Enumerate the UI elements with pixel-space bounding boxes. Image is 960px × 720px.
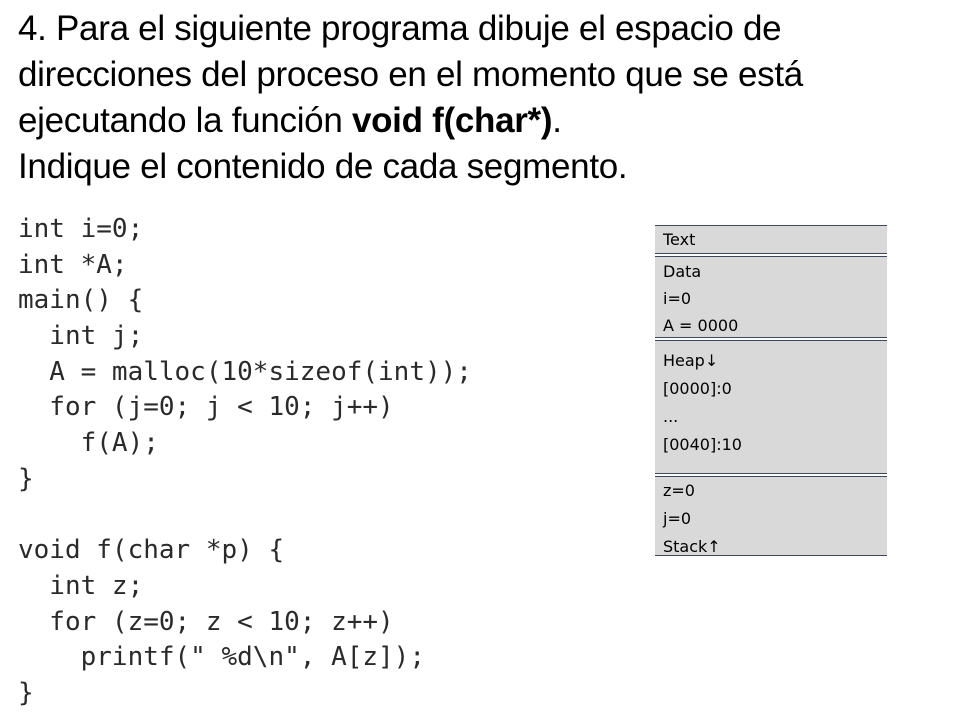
text-segment-label: Text [663, 230, 696, 249]
heading-line-1: 4. Para el siguiente programa dibuje el … [18, 9, 782, 48]
data-segment-entry: A = 0000 [663, 316, 739, 335]
question-heading: 4. Para el siguiente programa dibuje el … [18, 6, 948, 190]
heap-segment-entry: ... [663, 407, 679, 426]
heading-line-3-suffix: . [552, 101, 562, 140]
heap-segment-entry: [0000]:0 [663, 379, 732, 398]
function-signature: void f(char*) [351, 101, 553, 140]
code-line: int j; [18, 321, 144, 352]
heap-segment-label: Heap↓ [663, 351, 719, 370]
data-segment: Data i=0 A = 0000 [655, 256, 887, 338]
data-segment-label: Data [663, 262, 702, 281]
text-segment: Text [655, 225, 887, 254]
code-listing: int i=0; int *A; main() { int j; A = mal… [18, 212, 472, 712]
stack-segment: z=0 j=0 Stack↑ [655, 476, 887, 556]
stack-segment-label: Stack↑ [663, 537, 721, 556]
code-line: int *A; [18, 249, 128, 280]
heading-line-4: Indique el contenido de cada segmento. [18, 147, 628, 186]
data-segment-entry: i=0 [663, 289, 692, 308]
code-line: printf(" %d\n", A[z]); [18, 642, 425, 673]
heading-line-3-prefix: ejecutando la función [18, 101, 352, 140]
code-line: int z; [18, 570, 144, 601]
code-line: for (z=0; z < 10; z++) [18, 606, 394, 637]
heading-line-2: direcciones del proceso en el momento qu… [18, 55, 803, 94]
code-line: for (j=0; j < 10; j++) [18, 392, 394, 423]
code-line [18, 498, 472, 534]
heading-line-3: ejecutando la función void f(char*). [18, 98, 948, 144]
address-space-diagram: Text Data i=0 A = 0000 Heap↓ [0000]:0 ..… [655, 225, 887, 558]
code-line: main() { [18, 285, 144, 316]
code-line: A = malloc(10*sizeof(int)); [18, 356, 472, 387]
heap-segment-entry: [0040]:10 [663, 435, 742, 454]
code-line: } [18, 677, 34, 708]
code-line: f(A); [18, 428, 159, 459]
code-line: } [18, 463, 34, 494]
code-line: void f(char *p) { [18, 535, 285, 566]
heap-segment: Heap↓ [0000]:0 ... [0040]:10 [655, 340, 887, 474]
stack-segment-entry: j=0 [663, 509, 692, 528]
stack-segment-entry: z=0 [663, 481, 695, 500]
code-line: int i=0; [18, 214, 144, 244]
